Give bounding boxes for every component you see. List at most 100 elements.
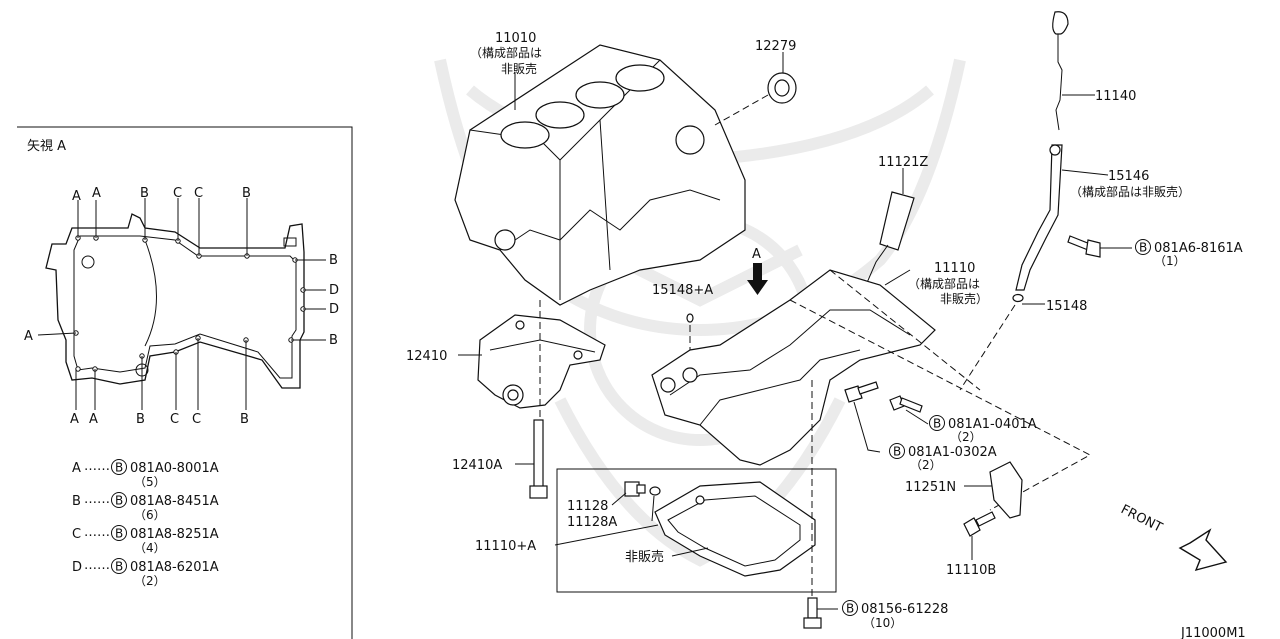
bolt-symbol-letter: B [115,461,123,475]
bolt-symbol-icon [111,525,127,541]
oil-pump-12410[interactable] [477,314,606,409]
legend-key-c: C [72,527,81,542]
part-11110B-number: 11110B [946,563,996,578]
part-11121Z-number: 11121Z [878,155,928,170]
bolt-081A6-8161A[interactable] [1067,235,1101,258]
part-12410A-number: 12410A [452,458,502,473]
view-arrow-letter: A [752,247,761,262]
bolt-symbol-icon [111,492,127,508]
bolt-08156-61228[interactable] [803,597,822,629]
bolt-symbol-letter: B [846,602,854,616]
inset-leaders [37,198,326,410]
oil-seal-12279[interactable] [767,72,797,104]
bolt-symbol-letter: B [115,560,123,574]
legend-key-a: A [72,461,81,476]
legend-row-c: C …… B 081A8-8251A （4） [72,525,219,555]
part-081A6-qty: （1） [1154,254,1186,268]
bolt-symbol-letter: B [1139,241,1147,255]
legend-dots-a: …… [84,459,110,474]
oil-level-gauge-11140[interactable] [1052,11,1069,131]
part-15148-number: 15148 [1046,299,1087,314]
front-arrow-icon [1178,528,1228,572]
guide-dash-1 [789,299,1092,511]
bolt-legend: A …… B 081A0-8001A （5） B …… B 081A8-8451… [72,459,219,588]
part-12279-number: 12279 [755,39,796,54]
inset-title: 矢視 A [27,139,66,154]
part-08156-code: 08156-61228 [861,602,948,617]
inset-frame [17,126,353,639]
bolt-symbol-icon [889,443,905,459]
cylinder-block-11010[interactable] [454,44,746,306]
oil-gauge-guide-15146[interactable] [1015,144,1063,291]
lower-pan-box [556,468,837,593]
legend-key-d: D [72,560,82,575]
part-08156-qty: （10） [863,616,902,630]
part-11110-note-2: 非販売） [940,291,988,306]
part-081A1-0302A-code: 081A1-0302A [908,445,997,460]
part-11010-number: 11010 [495,31,536,46]
legend-qty-d: （2） [134,574,166,588]
inset-letter-left-1: A [24,329,33,344]
inset-letter-right-2: D [329,283,339,298]
inset-letter-bottom-6: B [240,412,249,427]
o-ring-15148A[interactable] [686,313,694,323]
view-arrow-icon [747,263,768,295]
o-ring-15148[interactable] [1012,293,1024,303]
inset-letter-top-6: B [242,186,251,201]
part-11010-note-2: 非販売 [501,61,537,76]
bolt-081A1-0401A[interactable] [889,395,923,413]
guide-dash-2 [829,269,981,391]
drain-washer-11128A[interactable] [649,486,661,496]
legend-row-d: D …… B 081A8-6201A （2） [72,558,219,588]
legend-code-c: 081A8-8251A [130,527,219,542]
bolt-symbol-icon [111,558,127,574]
bolt-symbol-icon [842,600,858,616]
diagram-id: J11000M1 [1180,626,1246,639]
legend-code-d: 081A8-6201A [130,560,219,575]
bolt-symbol-letter: B [115,527,123,541]
bolt-symbol-letter: B [933,417,941,431]
legend-dots-c: …… [84,525,110,540]
lower-pan-note: 非販売 [625,549,664,565]
front-label: FRONT [1118,502,1164,536]
bolt-12410A[interactable] [529,419,548,499]
part-081A6-code: 081A6-8161A [1154,241,1243,256]
bolt-11110B[interactable] [963,511,996,537]
inset-letter-top-3: B [140,186,149,201]
bolt-081A1-0302A[interactable] [844,381,879,403]
part-11010-note-1: （構成部品は [470,45,542,60]
inset-letter-bottom-1: A [70,412,79,427]
legend-dots-d: …… [84,558,110,573]
inset-letter-bottom-5: C [192,412,201,427]
bolt-symbol-icon [111,459,127,475]
oil-pan-lower-11110A[interactable] [654,481,816,577]
part-12410-number: 12410 [406,349,447,364]
drain-plug-11128[interactable] [624,481,646,497]
inset-letter-right-4: B [329,333,338,348]
part-15148A-number: 15148+A [652,283,713,298]
part-11128-number: 11128 [567,499,608,514]
part-11128A-number: 11128A [567,515,617,530]
part-15146-number: 15146 [1108,169,1149,184]
legend-qty-c: （4） [134,541,166,555]
inset-letter-top-4: C [173,186,182,201]
oil-pan-gasket-outline [45,213,305,389]
part-11140-number: 11140 [1095,89,1136,104]
bracket-11251N[interactable] [989,461,1023,519]
inset-letter-right-1: B [329,253,338,268]
inset-letter-right-3: D [329,302,339,317]
inset-letter-top-5: C [194,186,203,201]
legend-code-a: 081A0-8001A [130,461,219,476]
inset-letter-top-2: A [92,186,101,201]
part-081A1-0302A-qty: （2） [910,458,942,472]
inset-letter-bottom-2: A [89,412,98,427]
inset-letter-bottom-3: B [136,412,145,427]
legend-key-b: B [72,494,81,509]
legend-qty-a: （5） [134,475,166,489]
part-11110A-number: 11110+A [475,539,536,554]
oil-pan-upper-11110[interactable] [651,269,936,466]
inset-letter-bottom-4: C [170,412,179,427]
part-081A1-0401A-code: 081A1-0401A [948,417,1037,432]
part-11110-number: 11110 [934,261,975,276]
